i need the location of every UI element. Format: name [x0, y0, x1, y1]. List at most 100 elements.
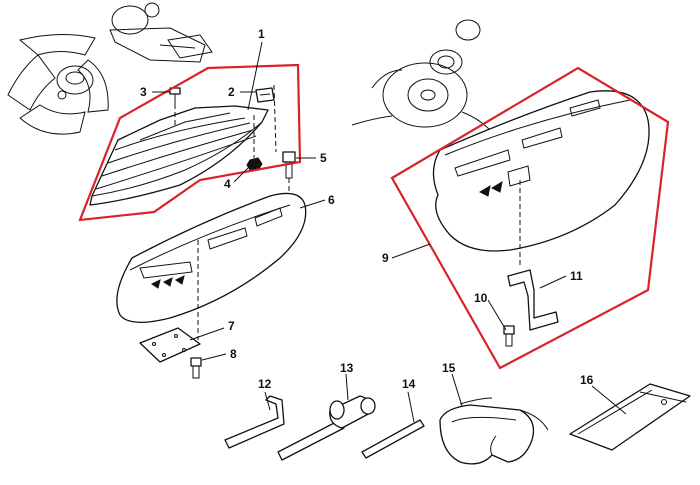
guard-left-arrow-1	[151, 279, 161, 289]
callout-12: 12	[258, 377, 272, 391]
callout-1: 1	[258, 27, 265, 41]
guard-right-body	[432, 90, 650, 252]
trimmer-line-right	[461, 111, 491, 131]
guard-right-arrow-2	[490, 180, 503, 193]
line-head-hub	[420, 89, 436, 101]
callout-9: 9	[382, 251, 389, 265]
box-wrench-13-end-2	[360, 397, 376, 415]
leader-12	[264, 391, 271, 411]
blade-hub-inner	[65, 71, 85, 85]
guard-extension-left	[89, 105, 269, 206]
gearbox-cap	[111, 5, 149, 35]
spool-cover	[429, 49, 463, 75]
leader-1	[247, 41, 263, 111]
rod-14-body	[361, 419, 425, 459]
callout-6: 6	[328, 193, 335, 207]
hex-key-12-body	[224, 395, 285, 449]
cutter-blade	[255, 87, 275, 103]
tool-pouch-16-flap	[639, 391, 687, 403]
mount-plate-7-hole-2	[174, 334, 178, 338]
callout-5: 5	[320, 151, 327, 165]
spool-cover-inner	[437, 55, 455, 69]
box-wrench-13	[277, 395, 376, 461]
guard-rib-2	[107, 122, 251, 164]
highlight-frame-right	[390, 66, 670, 370]
leader-10	[487, 299, 507, 331]
trimmer-line-left	[351, 115, 393, 126]
screw-10	[503, 325, 515, 347]
goggles-15	[439, 397, 549, 465]
goggles-15-frame	[439, 404, 535, 465]
guard-right-label	[507, 165, 531, 187]
leader-11	[539, 275, 567, 289]
callout-4: 4	[224, 177, 231, 191]
blade-lobe-bottom	[19, 104, 86, 135]
gearbox-icon	[109, 2, 213, 63]
leader-16	[591, 385, 627, 415]
bracket-11-body	[507, 269, 559, 331]
guard-left	[116, 192, 307, 323]
goggles-15-bridge	[490, 435, 497, 456]
gearbox-clamp	[167, 34, 213, 59]
bracket-11	[507, 269, 559, 331]
line-head-inner	[407, 78, 449, 112]
callout-11: 11	[570, 269, 583, 283]
screw-8-head	[190, 357, 202, 367]
guard-right	[432, 90, 650, 252]
guard-left-slot-1	[139, 261, 193, 279]
callout-7: 7	[228, 319, 235, 333]
mount-plate-7-hole-1	[152, 342, 156, 346]
callout-15: 15	[442, 361, 456, 375]
guard-inner-edge	[139, 112, 231, 141]
guard-left-arrow-3	[175, 275, 185, 285]
tool-pouch-16-body	[569, 383, 691, 451]
box-wrench-13-end-1	[329, 400, 345, 420]
guard-left-slot-2	[207, 227, 248, 250]
mount-plate-7-hole-3	[182, 348, 186, 352]
guard-right-top-edge	[444, 99, 631, 156]
leader-9	[391, 243, 431, 259]
screw-3	[169, 87, 181, 104]
goggles-15-strap	[459, 397, 493, 405]
gearbox-nut	[144, 2, 160, 18]
guard-bottom-edge	[91, 121, 263, 197]
leader-8	[201, 353, 227, 361]
goggles-15-strap-right	[519, 409, 549, 431]
rod-14	[361, 419, 425, 459]
gearbox-shaft	[159, 44, 196, 49]
blade-hub-bolt	[57, 90, 67, 100]
callout-8: 8	[230, 347, 237, 361]
tool-pouch-16	[569, 383, 691, 451]
blade-hub	[56, 65, 94, 95]
screw-10-head	[503, 325, 515, 335]
screw-10-shank	[505, 334, 513, 347]
goggles-15-lens-edge	[451, 416, 517, 423]
trimmer-head-blade-icon	[7, 33, 109, 135]
spool-cap	[455, 19, 481, 41]
callout-14: 14	[402, 377, 416, 391]
mount-plate-7-hole-4	[162, 353, 166, 357]
guard-rib-3	[101, 129, 254, 177]
screw-5-head	[282, 151, 296, 163]
leader-13	[345, 373, 349, 401]
gearbox-body	[109, 27, 206, 63]
blade-lobe-right	[77, 59, 109, 113]
screw-8	[190, 357, 202, 379]
callout-10: 10	[474, 291, 488, 305]
cutter-blade-edge	[259, 93, 271, 96]
guard-right-arrow-1	[478, 184, 491, 197]
guard-right-slot-2	[521, 127, 563, 149]
hex-key-12	[224, 395, 285, 449]
leader-7	[189, 327, 225, 341]
guard-right-slot-3	[569, 99, 601, 117]
leader-4	[233, 167, 249, 183]
blade-lobe-top	[18, 33, 96, 56]
guard-extension-body	[89, 105, 269, 206]
guard-right-slot-1	[454, 149, 511, 177]
screw-8-shank	[192, 366, 200, 379]
blade-lobe-left	[7, 54, 56, 111]
callout-2: 2	[228, 85, 235, 99]
mount-plate-7	[139, 327, 201, 363]
blade-axis	[273, 84, 277, 153]
